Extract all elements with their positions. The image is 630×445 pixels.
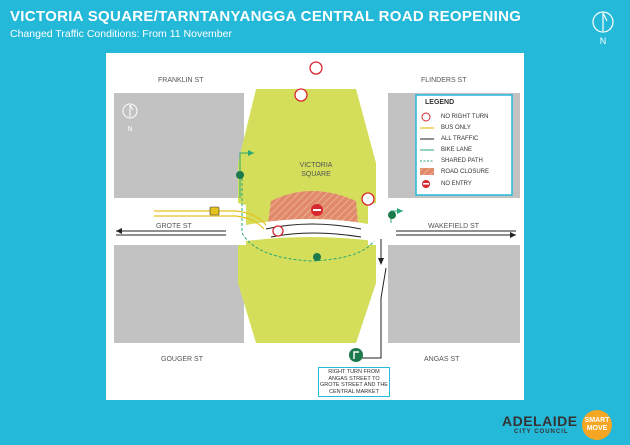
map-north-label: N (127, 126, 132, 133)
legend-item-no-right-turn: NO RIGHT TURN (441, 114, 489, 120)
bus-icon (209, 206, 220, 216)
shared-path (241, 173, 375, 262)
street-label-gouger: GOUGER ST (161, 356, 204, 363)
logo-main: ADELAIDE (502, 413, 578, 429)
all-traffic-lines (116, 223, 516, 263)
square-label-1: VICTORIA (300, 162, 333, 169)
legend-box (415, 94, 513, 196)
right-turn-route (358, 267, 387, 359)
block-nw (114, 93, 244, 198)
page-subtitle: Changed Traffic Conditions: From 11 Nove… (10, 28, 232, 40)
street-label-flinders: FLINDERS ST (421, 77, 467, 84)
marker-green-1 (236, 171, 244, 179)
footer (0, 405, 630, 445)
legend-title: LEGEND (425, 99, 455, 106)
legend-item-all-traffic: ALL TRAFFIC (441, 136, 479, 142)
street-label-grote: GROTE ST (156, 223, 193, 230)
bus-lane-lines (154, 210, 267, 230)
block-sw (114, 245, 244, 343)
square-label-2: SQUARE (301, 171, 331, 178)
street-label-franklin: FRANKLIN ST (158, 77, 204, 84)
legend-item-shared-path: SHARED PATH (441, 158, 483, 164)
north-arrow-icon: N (592, 11, 614, 46)
traffic-map: FRANKLIN ST FLINDERS ST GROTE ST WAKEFIE… (106, 53, 524, 400)
legend-item-bike-lane: BIKE LANE (441, 147, 473, 153)
no-entry-icon (311, 204, 323, 216)
right-turn-arrow-icon (349, 348, 363, 362)
marker-green-3 (388, 211, 396, 219)
marker-green-2 (313, 253, 321, 261)
legend-symbols (420, 112, 434, 188)
street-label-wakefield: WAKEFIELD ST (428, 223, 480, 230)
street-label-angas: ANGAS ST (424, 356, 460, 363)
legend-item-road-closure: ROAD CLOSURE (441, 169, 490, 175)
adelaide-logo: ADELAIDE CITY COUNCIL (492, 413, 578, 439)
block-se (388, 245, 520, 343)
no-right-turn-icon (272, 61, 375, 237)
page-title: VICTORIA SQUARE/TARNTANYANGGA CENTRAL RO… (10, 8, 522, 25)
logo-sub: CITY COUNCIL (514, 429, 569, 435)
right-turn-callout: RIGHT TURN FROM ANGAS STREET TO GROTE ST… (318, 367, 390, 397)
legend-item-no-entry: NO ENTRY (441, 181, 472, 187)
map-north-arrow-icon (122, 103, 138, 119)
legend-item-bus-only: BUS ONLY (441, 125, 471, 131)
smart-move-badge: SMART MOVE (582, 410, 612, 440)
north-label: N (600, 36, 607, 46)
